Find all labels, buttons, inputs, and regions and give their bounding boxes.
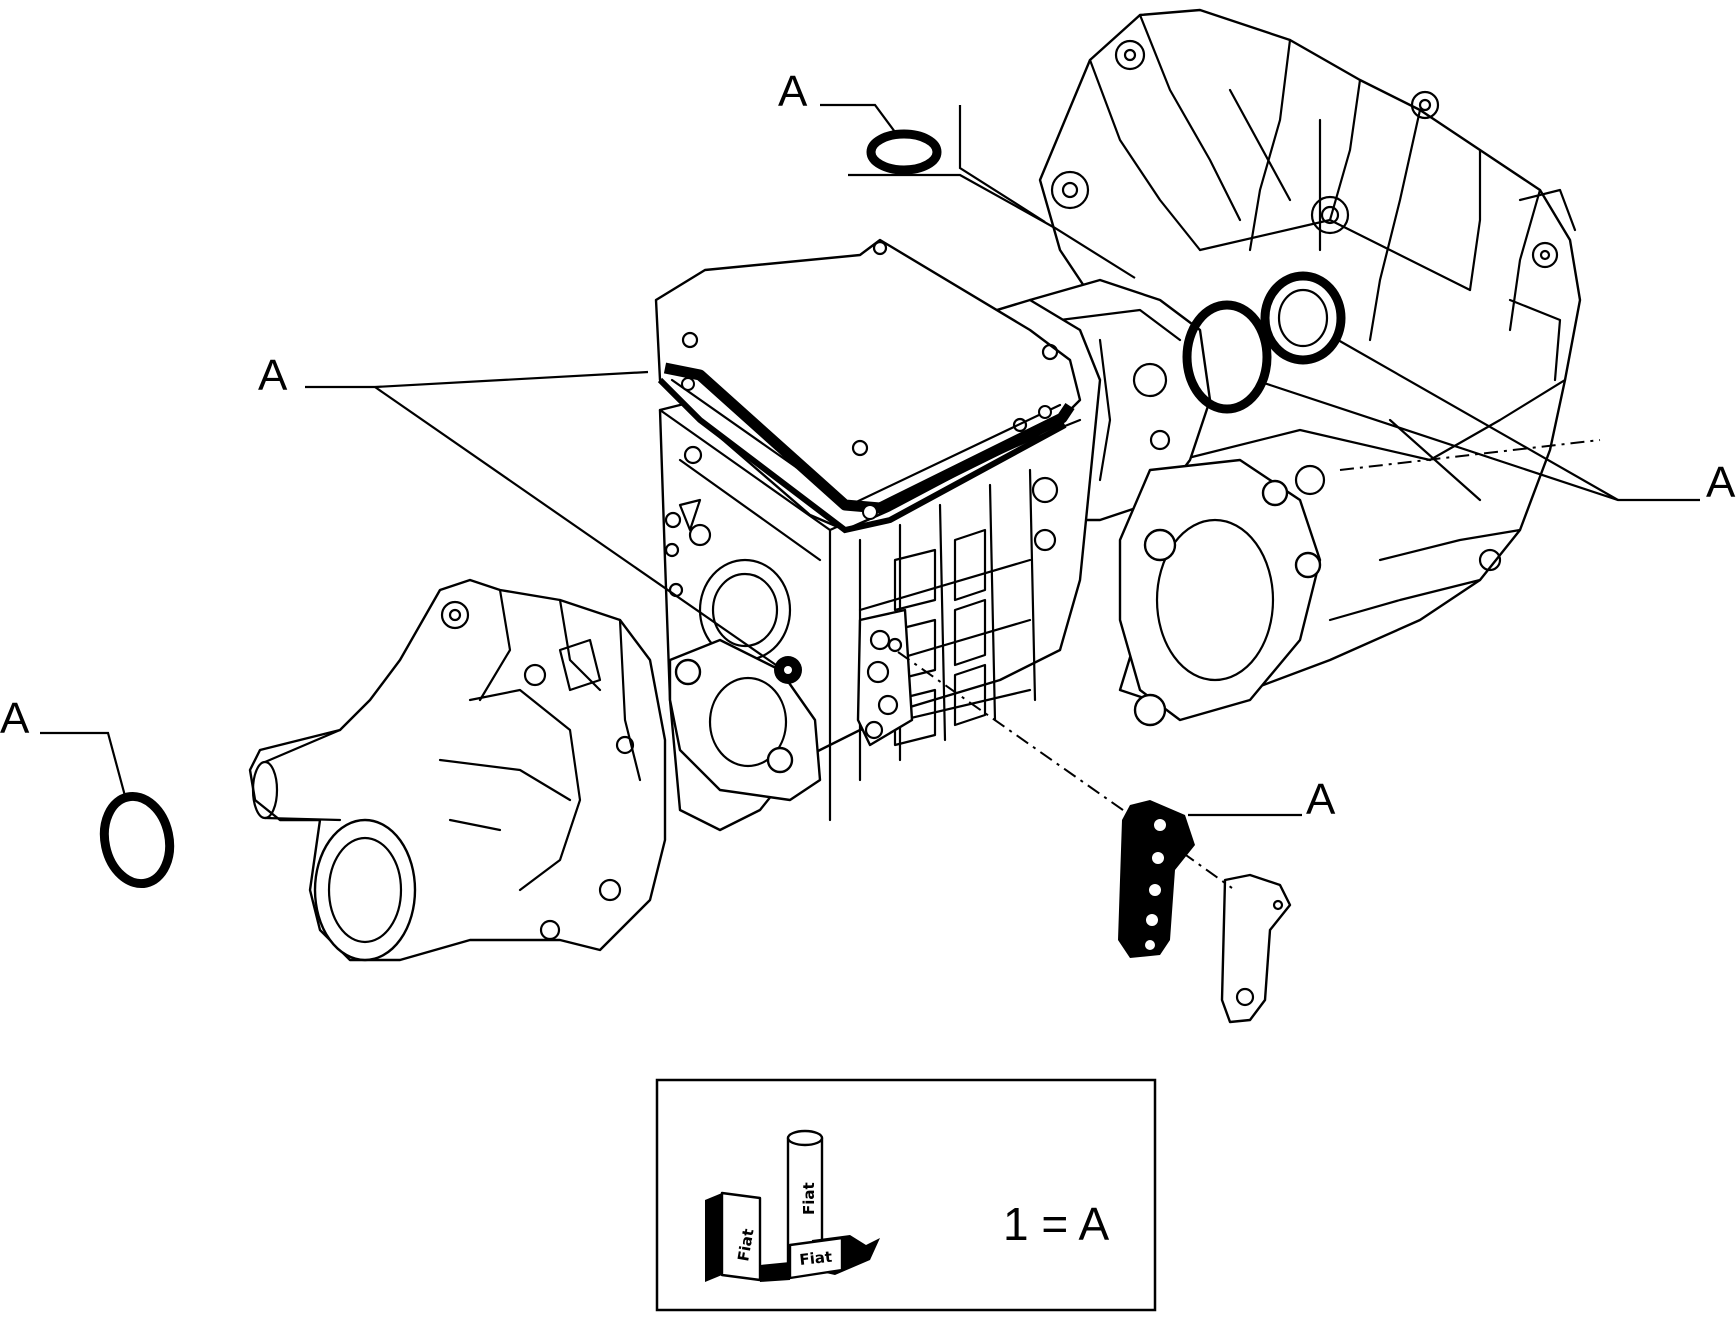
callout-right-seals: A <box>1706 458 1736 507</box>
cover-gasket <box>657 362 1075 534</box>
callout-top-ring: A <box>778 67 808 116</box>
right-seals <box>1182 271 1346 414</box>
legend-box: Fiat Fiat Fiat 1 = A <box>655 1078 1157 1312</box>
left-o-ring <box>99 791 175 889</box>
logo-word-box-right: Fiat <box>799 1248 833 1269</box>
callout-cover-gasket: A <box>258 351 288 400</box>
logo-word-tube: Fiat <box>800 1182 818 1215</box>
callout-left-ring: A <box>0 694 30 743</box>
logo-word-box-left: Fiat <box>734 1227 757 1262</box>
leader-lines <box>40 103 1700 889</box>
bracket-gasket <box>1118 800 1195 958</box>
legend-equation: 1 = A <box>1003 1198 1109 1250</box>
output-flange <box>1118 458 1322 727</box>
mounting-bracket <box>1220 873 1292 1024</box>
sealant-logo: Fiat Fiat Fiat <box>705 1129 880 1282</box>
rear-extension-housing <box>248 578 667 962</box>
top-o-ring <box>866 129 942 175</box>
callout-bracket-gasket: A <box>1306 775 1336 824</box>
